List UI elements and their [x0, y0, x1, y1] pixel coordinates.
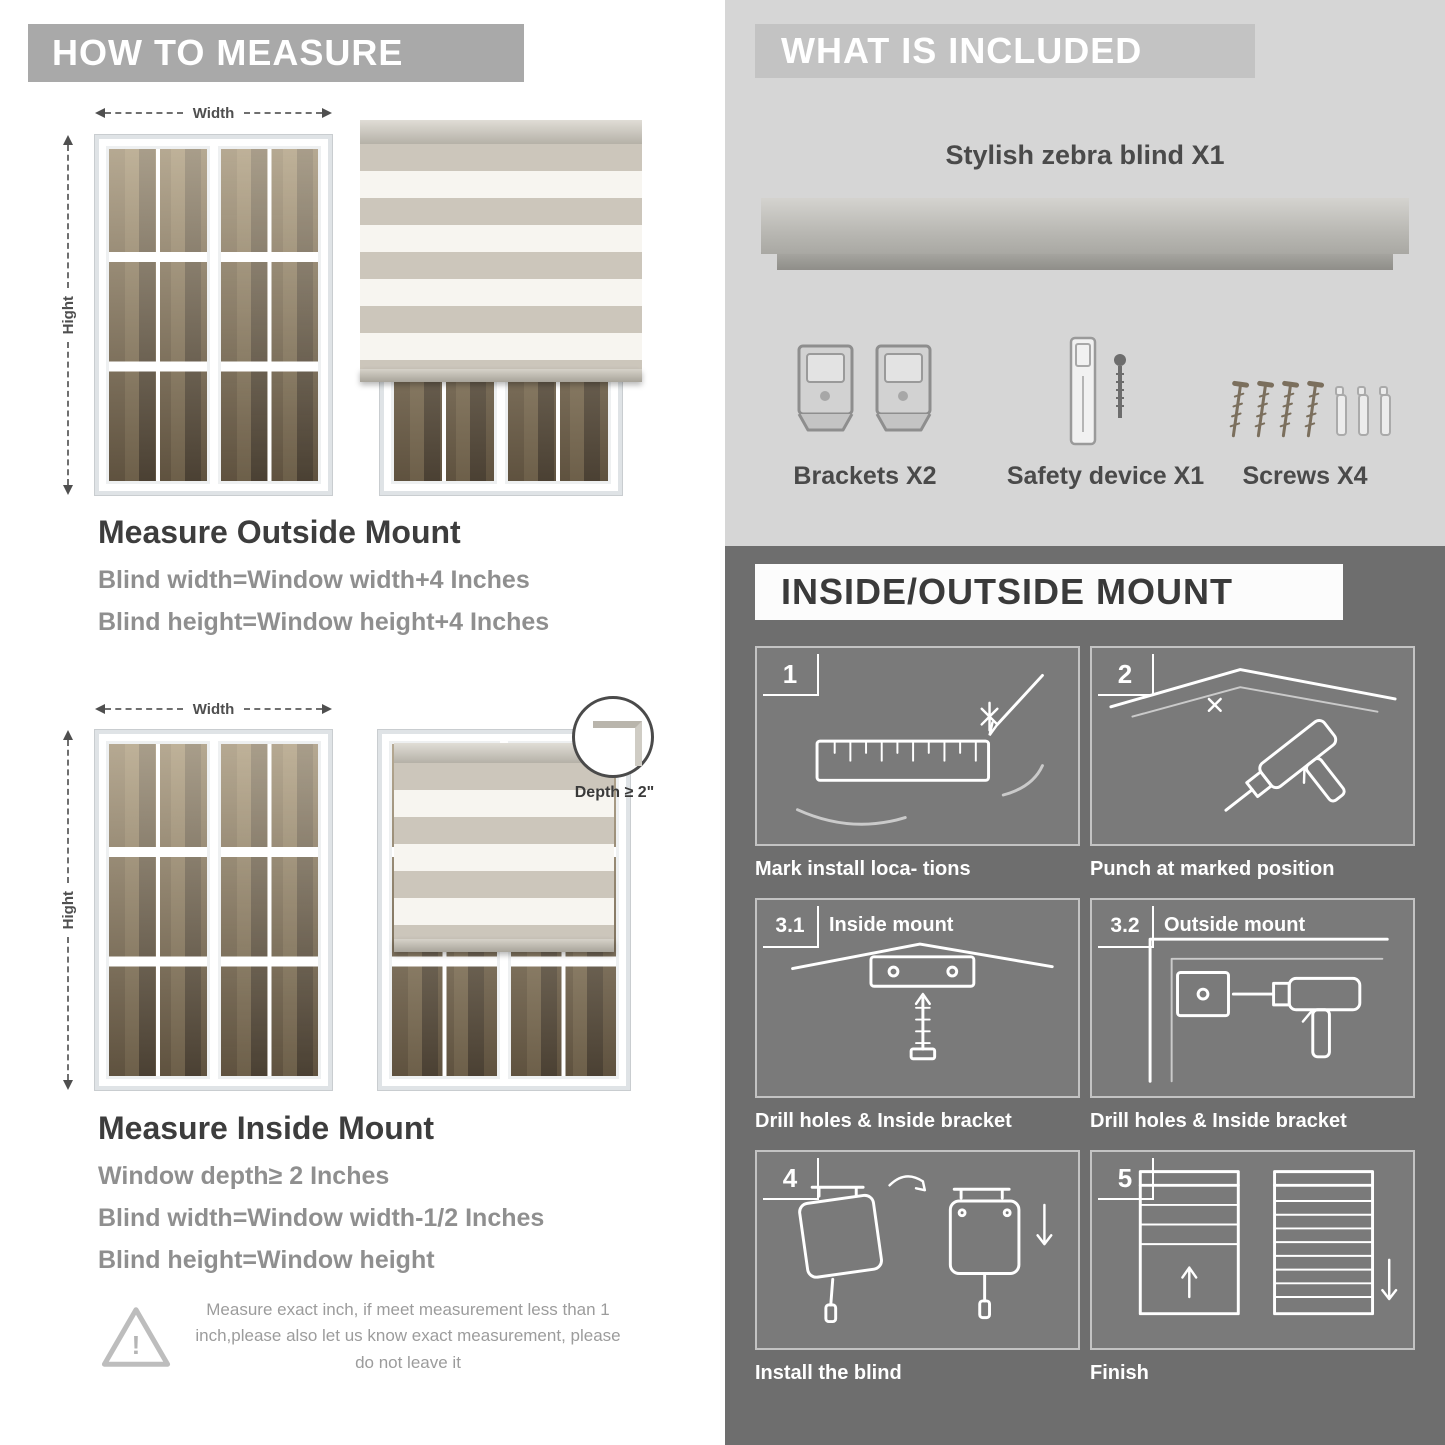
- dashed-line: [244, 112, 323, 114]
- dashed-line: [67, 740, 69, 883]
- dashed-line: [67, 937, 69, 1081]
- height-label: Hight: [59, 295, 77, 335]
- width-arrow: Width: [95, 104, 333, 122]
- step-4-illustration: [798, 1175, 1053, 1324]
- outside-mount-heading: Measure Outside Mount: [98, 514, 461, 550]
- window-depth-corner-icon: [593, 721, 642, 766]
- step-3-2-illustration: [1148, 937, 1389, 1083]
- blind-bottomrail: [360, 369, 642, 382]
- zebra-blind-inside-mount-illustration: [378, 730, 630, 1090]
- outside-width-formula: Blind width=Window width+4 Inches: [98, 566, 530, 594]
- step-2-number: 2: [1098, 654, 1154, 696]
- inside-width-formula: Blind width=Window width-1/2 Inches: [98, 1204, 545, 1232]
- width-label: Width: [192, 104, 235, 122]
- step-5-illustration: [1138, 1170, 1398, 1316]
- step-2-illustration: [1109, 668, 1397, 812]
- inside-height-formula: Blind height=Window height: [98, 1246, 435, 1274]
- step-5-caption: Finish: [1090, 1362, 1149, 1384]
- window-sash: [106, 146, 210, 484]
- zebra-blind: [394, 743, 614, 952]
- screws-label: Screws X4: [1242, 462, 1368, 490]
- brackets-label: Brackets X2: [793, 462, 937, 490]
- step-3-2-number: 3.2: [1098, 906, 1154, 948]
- step-4-caption: Install the blind: [755, 1362, 902, 1384]
- window-sash: [217, 741, 321, 1079]
- step-1-panel: 1: [755, 646, 1080, 846]
- width-arrow: Width: [95, 700, 333, 718]
- window-sash: [106, 741, 210, 1079]
- dashed-line: [67, 145, 69, 288]
- height-arrow: Hight: [59, 730, 77, 1091]
- arrow-down-icon: [63, 485, 73, 496]
- dashed-line: [105, 112, 183, 114]
- dashed-line: [244, 708, 323, 710]
- mount-banner: INSIDE/OUTSIDE MOUNT: [755, 564, 1343, 620]
- step-3-1-panel: 3.1 Inside mount: [755, 898, 1080, 1098]
- step-3-1-illustration: [791, 942, 1054, 1061]
- arrow-down-icon: [63, 1080, 73, 1091]
- bracket-icon: [793, 340, 858, 443]
- height-arrow: Hight: [59, 135, 77, 496]
- blind-stripes: [394, 763, 614, 939]
- arrow-left-icon: [95, 704, 105, 714]
- step-3-2-caption: Drill holes & Inside bracket: [1090, 1110, 1347, 1132]
- dashed-line: [67, 342, 69, 486]
- blind-headrail-image: [761, 198, 1409, 254]
- blind-headrail: [394, 743, 614, 763]
- blind-headrail-lip: [777, 254, 1393, 270]
- how-to-measure-banner: HOW TO MEASURE: [28, 24, 524, 82]
- warning-text: Measure exact inch, if meet measurement …: [195, 1300, 621, 1372]
- zebra-blind: [360, 120, 642, 382]
- blind-bottomrail: [394, 939, 614, 952]
- arrow-right-icon: [322, 108, 333, 118]
- screws-icon: [1217, 372, 1402, 455]
- step-2-caption: Punch at marked position: [1090, 858, 1335, 880]
- window-illustration-inside: [95, 730, 332, 1090]
- width-label: Width: [192, 700, 235, 718]
- step-3-1-caption: Drill holes & Inside bracket: [755, 1110, 1012, 1132]
- depth-callout-circle: [572, 696, 654, 778]
- step-1-caption: Mark install loca- tions: [755, 858, 971, 880]
- mount-title: INSIDE/OUTSIDE MOUNT: [781, 571, 1234, 612]
- what-is-included-section: WHAT IS INCLUDED Stylish zebra blind X1 …: [725, 0, 1445, 546]
- step-2-panel: 2: [1090, 646, 1415, 846]
- step-4-number: 4: [763, 1158, 819, 1200]
- how-to-measure-title: HOW TO MEASURE: [52, 32, 404, 73]
- product-name: Stylish zebra blind X1: [945, 140, 1225, 170]
- step-5-panel: 5: [1090, 1150, 1415, 1350]
- bracket-icon: [871, 340, 936, 443]
- step-3-1-title: Inside mount: [829, 914, 954, 936]
- arrow-left-icon: [95, 108, 105, 118]
- height-label: Hight: [59, 890, 77, 930]
- measurement-warning: ! Measure exact inch, if meet measuremen…: [100, 1297, 640, 1376]
- step-1-number: 1: [763, 654, 819, 696]
- safety-device-icon: [1063, 334, 1103, 457]
- outside-height-formula: Blind height=Window height+4 Inches: [98, 608, 550, 636]
- blind-headrail: [360, 120, 642, 144]
- arrow-up-icon: [63, 730, 73, 740]
- step-3-2-title: Outside mount: [1164, 914, 1306, 936]
- zebra-blind-outside-mount-illustration: [360, 120, 642, 495]
- blind-stripes: [360, 144, 642, 369]
- depth-label: Depth ≥ 2": [574, 784, 655, 801]
- window-sash: [217, 146, 321, 484]
- inside-depth-rule: Window depth≥ 2 Inches: [98, 1162, 390, 1190]
- inside-mount-heading: Measure Inside Mount: [98, 1110, 435, 1146]
- arrow-up-icon: [63, 135, 73, 145]
- what-is-included-title: WHAT IS INCLUDED: [781, 30, 1143, 71]
- safety-device-label: Safety device X1: [1006, 462, 1205, 490]
- mount-instructions-section: INSIDE/OUTSIDE MOUNT 1 Mark install loca…: [725, 546, 1445, 1445]
- window-illustration-outside: [95, 135, 332, 495]
- warning-exclamation: !: [131, 1329, 141, 1360]
- arrow-right-icon: [322, 704, 333, 714]
- step-1-illustration: [795, 673, 1044, 826]
- step-3-1-number: 3.1: [763, 906, 819, 948]
- what-is-included-banner: WHAT IS INCLUDED: [755, 24, 1255, 78]
- warning-triangle-icon: !: [100, 1304, 172, 1370]
- step-4-panel: 4: [755, 1150, 1080, 1350]
- dashed-line: [105, 708, 183, 710]
- step-3-2-panel: 3.2 Outside mount: [1090, 898, 1415, 1098]
- screw-icon: [1111, 352, 1129, 429]
- step-5-number: 5: [1098, 1158, 1154, 1200]
